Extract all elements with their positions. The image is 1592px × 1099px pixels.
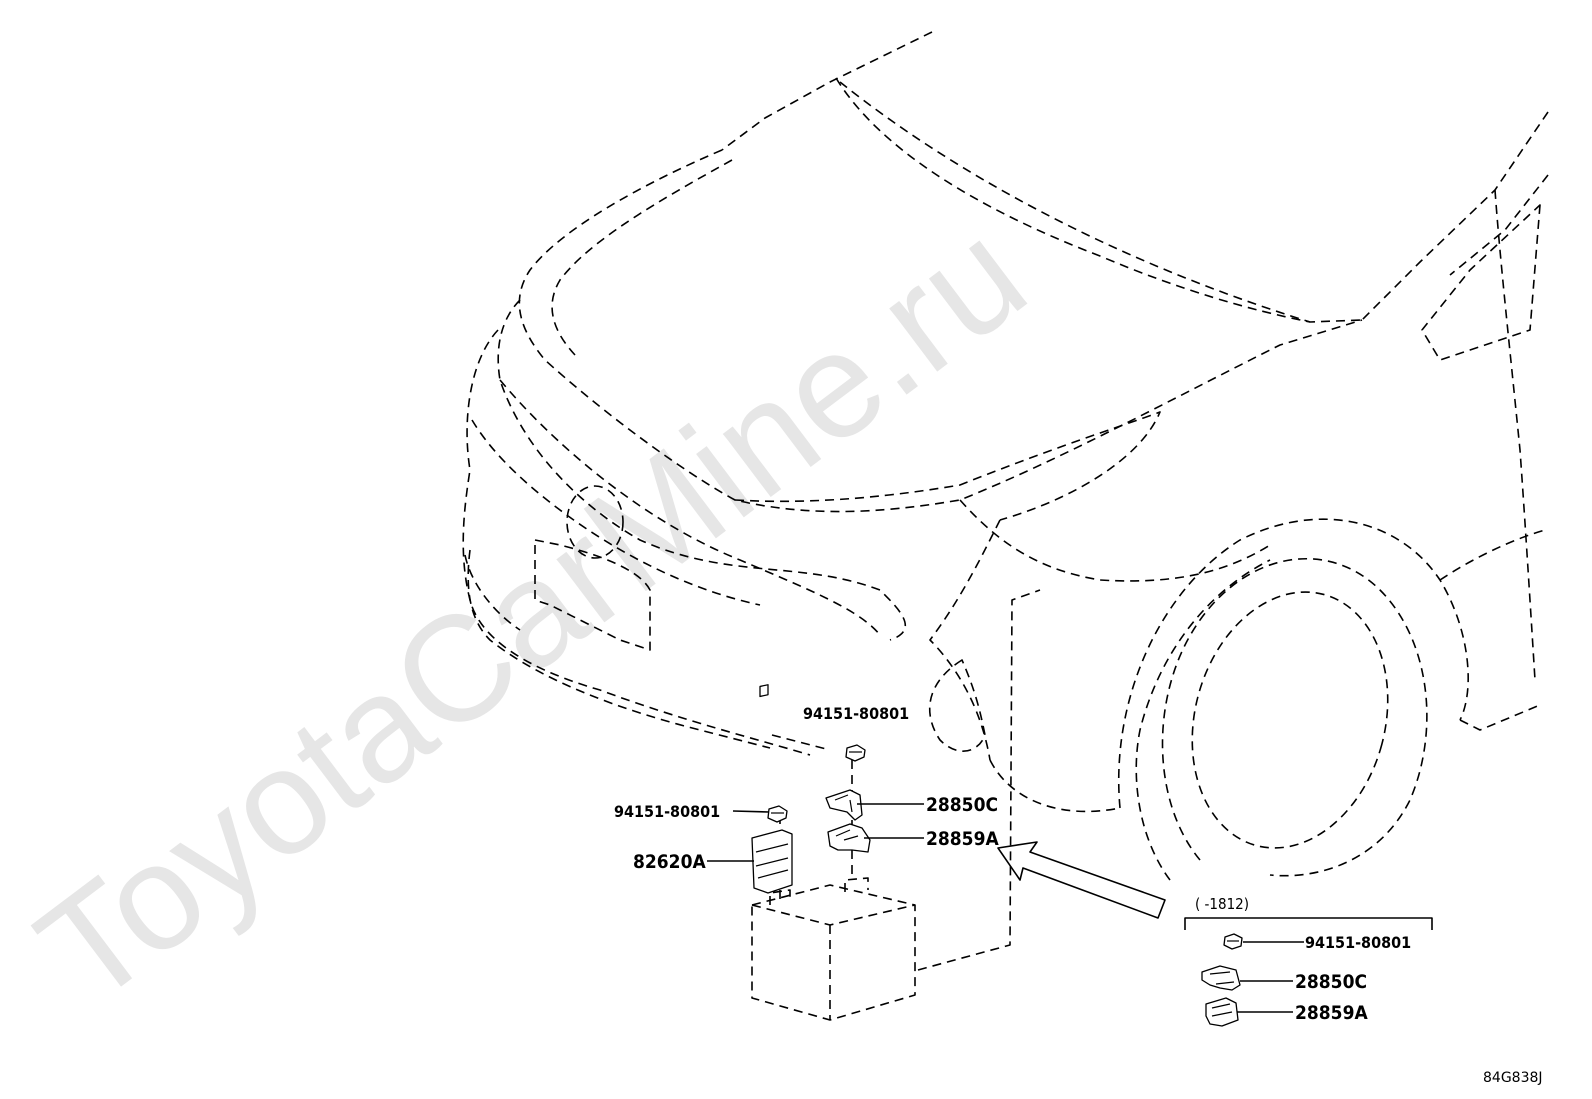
headlight-lower [499, 379, 881, 636]
lower-grille [464, 554, 521, 631]
hood-front-inner [551, 159, 733, 356]
body-side-line [1439, 529, 1546, 581]
door-front-edge [1494, 189, 1536, 681]
body-side-lower [1459, 704, 1541, 731]
callout-fuse-block: 28850C [926, 794, 998, 816]
nut-top-icon [845, 744, 866, 762]
a-pillar-right-2 [1449, 174, 1549, 276]
nut-top-part [845, 744, 866, 762]
fender-top [959, 499, 1271, 582]
fender-lower [989, 759, 1121, 813]
inset-fuse-block-icon [1201, 965, 1241, 991]
assembly-line-battery [917, 589, 1041, 971]
inset-callout-fuse-block: 28850C [1295, 971, 1367, 993]
fog-light [928, 659, 986, 752]
inset-nut-part [1223, 933, 1243, 950]
emblem-outline [566, 485, 624, 559]
inset-callout-nut: 94151-80801 [1305, 933, 1411, 952]
nut-left-part [767, 805, 788, 823]
fender-front [929, 519, 1001, 761]
car-body-outline [462, 31, 1549, 881]
wheel-arch-outer [1135, 559, 1271, 881]
hood-cowl-line [835, 77, 1363, 323]
diagram-code: 84G838J [1483, 1070, 1543, 1086]
inset-fuse-block-part [1201, 965, 1241, 991]
tire-outer [1161, 558, 1428, 877]
fuse-block-icon [825, 789, 863, 821]
battery-outline [751, 884, 916, 1021]
side-window [1421, 204, 1541, 361]
tire-inner [1191, 591, 1389, 849]
windshield-left-edge [721, 31, 933, 151]
hood-leader [771, 734, 831, 751]
battery-top-edge [751, 904, 916, 926]
inset-fuse-cover-part [1205, 997, 1239, 1027]
wheel-arch [1118, 518, 1469, 809]
hood-front-edge [518, 149, 1363, 513]
callout-relay-box: 82620A [633, 851, 706, 873]
a-pillar-right [1361, 111, 1549, 321]
view-arrow [997, 841, 1166, 919]
callout-nut-left: 94151-80801 [614, 802, 720, 821]
inset-range-note: ( -1812) [1195, 895, 1249, 913]
leader-nut-left [732, 810, 770, 813]
relay-box-part [751, 684, 793, 894]
bumper-lower-lip [467, 549, 771, 749]
windshield-top [839, 81, 1311, 323]
fuse-cover-part [827, 823, 871, 853]
inset-callout-fuse-cover: 28859A [1295, 1002, 1368, 1024]
fuse-block-part [825, 789, 863, 821]
headlight-upper [497, 299, 906, 641]
nut-left-icon [767, 805, 788, 823]
inset-bracket [1184, 917, 1433, 930]
license-plate [534, 539, 651, 651]
front-bumper [462, 329, 811, 756]
bumper-inner-line [471, 419, 761, 606]
callout-fuse-cover: 28859A [926, 828, 999, 850]
battery-terminal-right [844, 877, 869, 892]
inset-fuse-cover-icon [1205, 997, 1239, 1027]
battery [751, 877, 916, 1021]
callout-nut-top: 94151-80801 [803, 704, 909, 723]
hood-crease [734, 411, 1161, 521]
